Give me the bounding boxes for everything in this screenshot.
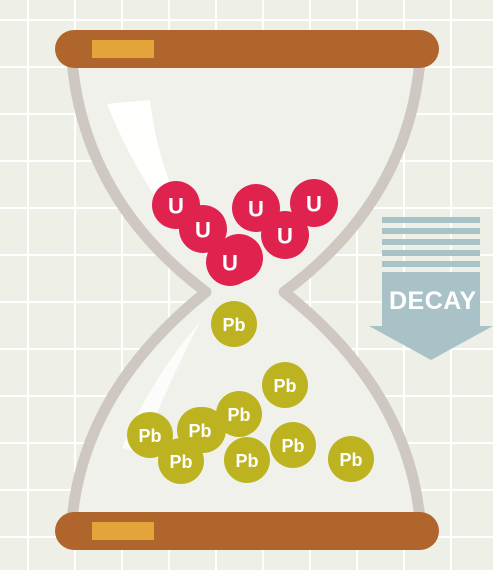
lead-atom-label: Pb (138, 426, 161, 446)
lead-atom: Pb (270, 422, 316, 468)
arrow-stripe (382, 217, 480, 223)
lead-atom-label: Pb (273, 376, 296, 396)
lead-atom-label: Pb (188, 421, 211, 441)
uranium-atom-label: U (277, 224, 293, 249)
lead-atom: Pb (224, 437, 270, 483)
lead-atom-label: Pb (281, 436, 304, 456)
lead-atom-label: Pb (235, 451, 258, 471)
lead-atom: Pb (328, 436, 374, 482)
decay-label: DECAY (389, 287, 477, 315)
lead-atom: Pb (211, 301, 257, 347)
lead-atom: Pb (262, 362, 308, 408)
arrow-stripe (382, 228, 480, 234)
down-arrow-icon: DECAY (369, 217, 493, 360)
lead-atom: Pb (177, 407, 223, 453)
hourglass-bottom-bar-highlight (92, 522, 154, 540)
arrow-stripe (382, 261, 480, 267)
uranium-atom-label: U (306, 192, 322, 217)
uranium-atom-label: U (168, 194, 184, 219)
arrow-stripe (382, 239, 480, 245)
hourglass-top-bar-highlight (92, 40, 154, 58)
lead-atom-label: Pb (222, 315, 245, 335)
uranium-atom: U (206, 238, 254, 286)
uranium-atom-label: U (222, 251, 238, 276)
arrow-body (369, 272, 493, 360)
arrow-stripe (382, 250, 480, 256)
uranium-atom-label: U (195, 218, 211, 243)
lead-atom-label: Pb (169, 452, 192, 472)
uranium-atom-label: U (248, 197, 264, 222)
lead-atom-label: Pb (227, 405, 250, 425)
lead-atom-label: Pb (339, 450, 362, 470)
uranium-atom: U (290, 179, 338, 227)
